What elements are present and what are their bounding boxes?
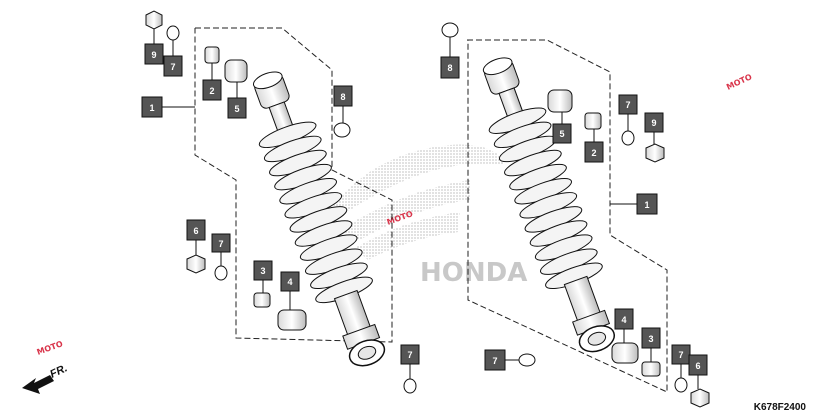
svg-text:5: 5 bbox=[559, 129, 564, 139]
washer-part bbox=[518, 353, 536, 367]
svg-text:7: 7 bbox=[625, 100, 630, 110]
svg-text:7: 7 bbox=[678, 350, 683, 360]
svg-text:7: 7 bbox=[407, 350, 412, 360]
svg-text:9: 9 bbox=[151, 50, 156, 60]
svg-text:3: 3 bbox=[260, 266, 265, 276]
callout-3: 3 bbox=[253, 260, 273, 281]
svg-text:4: 4 bbox=[621, 315, 626, 325]
brand-text: HONDA bbox=[420, 258, 527, 288]
callout-8: 8 bbox=[333, 85, 353, 107]
svg-text:8: 8 bbox=[340, 92, 345, 102]
washer-part bbox=[674, 377, 688, 393]
svg-text:9: 9 bbox=[651, 118, 656, 128]
callout-8: 8 bbox=[440, 56, 460, 79]
callout-1: 1 bbox=[141, 96, 163, 118]
bushing-part bbox=[277, 309, 307, 331]
left-shock-absorber bbox=[253, 71, 386, 367]
honda-wing-logo: HONDA bbox=[330, 144, 527, 288]
callout-4: 4 bbox=[614, 308, 634, 330]
nut-part bbox=[145, 10, 163, 30]
svg-text:1: 1 bbox=[644, 200, 649, 210]
collar-part bbox=[253, 292, 271, 308]
collar-part bbox=[641, 361, 661, 377]
watermark-bottom-left: MOTO bbox=[36, 339, 65, 357]
svg-text:7: 7 bbox=[170, 62, 175, 72]
svg-text:2: 2 bbox=[209, 86, 214, 96]
callout-4: 4 bbox=[280, 271, 300, 292]
washer-part bbox=[166, 25, 180, 41]
washer-part bbox=[214, 265, 228, 281]
bushing-part bbox=[611, 342, 639, 364]
leader-lines bbox=[153, 29, 699, 389]
bushing-part bbox=[547, 89, 573, 113]
svg-text:5: 5 bbox=[234, 104, 239, 114]
right-shock-absorber bbox=[482, 57, 616, 353]
callout-7: 7 bbox=[618, 94, 638, 115]
callout-7: 7 bbox=[484, 349, 506, 371]
svg-text:6: 6 bbox=[695, 361, 700, 371]
svg-text:1: 1 bbox=[149, 103, 154, 113]
front-indicator: FR. bbox=[22, 362, 69, 394]
right-assembly-outline bbox=[467, 39, 668, 393]
callout-2: 2 bbox=[202, 79, 222, 101]
nut-part bbox=[690, 388, 710, 408]
callout-6: 6 bbox=[688, 354, 708, 376]
front-label: FR. bbox=[48, 362, 69, 380]
svg-text:4: 4 bbox=[287, 277, 292, 287]
callout-1: 1 bbox=[636, 193, 658, 215]
collar-part bbox=[204, 46, 220, 64]
svg-text:6: 6 bbox=[193, 226, 198, 236]
svg-text:3: 3 bbox=[648, 334, 653, 344]
svg-text:2: 2 bbox=[591, 148, 596, 158]
diagram-code: K678F2400 bbox=[754, 402, 807, 413]
nut-part bbox=[645, 143, 665, 163]
callout-3: 3 bbox=[641, 327, 661, 349]
callout-7: 7 bbox=[211, 233, 231, 253]
svg-text:8: 8 bbox=[447, 63, 452, 73]
callout-9: 9 bbox=[644, 112, 664, 133]
callout-5: 5 bbox=[552, 123, 572, 144]
callout-6: 6 bbox=[186, 219, 206, 241]
callout-7: 7 bbox=[400, 344, 420, 365]
callout-9: 9 bbox=[144, 43, 164, 65]
callout-7: 7 bbox=[671, 344, 691, 365]
svg-text:7: 7 bbox=[218, 239, 223, 249]
washer-part bbox=[621, 130, 635, 146]
nut-part bbox=[186, 254, 206, 274]
washer-part bbox=[403, 378, 417, 394]
washer-part bbox=[333, 122, 351, 138]
washer-part bbox=[441, 22, 459, 38]
svg-text:7: 7 bbox=[492, 356, 497, 366]
callout-2: 2 bbox=[584, 141, 604, 163]
callout-7: 7 bbox=[163, 55, 183, 77]
left-assembly-outline bbox=[194, 27, 393, 343]
front-arrow-icon bbox=[22, 375, 54, 394]
watermark-top-right: MOTO bbox=[725, 72, 753, 92]
collar-part bbox=[584, 112, 602, 130]
bushing-part bbox=[224, 59, 248, 83]
callout-5: 5 bbox=[227, 97, 247, 119]
